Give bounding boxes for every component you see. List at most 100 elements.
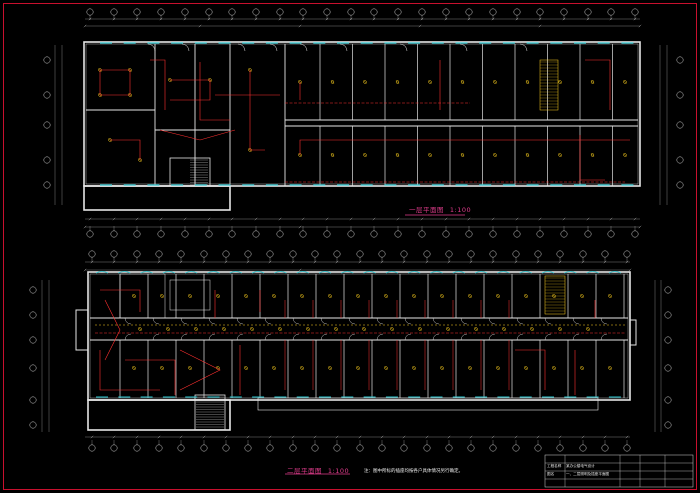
design-note: 注：图中所标的插座均按各户具体情况另行确定。 [364,469,463,474]
dimension-tick [83,24,87,28]
dimension-tick [418,24,422,28]
light-fixture-icon [272,366,276,370]
wiring-run [99,350,160,391]
first-floor-plan [43,8,684,238]
axis-bubble [29,336,37,344]
dimension-tick [291,435,295,439]
light-fixture-icon [356,294,360,298]
room [119,273,166,319]
axis-bubble [664,311,672,319]
door-swing [180,333,188,341]
light-fixture-icon [363,80,367,84]
light-fixture-cross [558,327,562,331]
light-fixture-icon [356,366,360,370]
light-fixture-icon [608,366,612,370]
dimension-tick [633,17,637,21]
light-fixture-icon [362,327,366,331]
axis-bubble [664,336,672,344]
door-swing [236,317,244,325]
door-swing [147,43,156,52]
title-block [544,454,694,488]
east-bay-wall [629,319,637,346]
dimension-tick [202,435,206,439]
wiring-run [159,129,236,141]
dimension-tick [90,435,94,439]
dimension-tick [278,217,282,221]
light-fixture-cross [440,294,444,298]
dimension-tick [157,260,161,264]
light-fixture-icon [552,294,556,298]
window [363,271,376,274]
dimension-tick [380,260,384,264]
light-fixture-cross [552,294,556,298]
light-fixture-cross [362,327,366,331]
light-fixture-cross [132,366,136,370]
light-fixture-cross [160,294,164,298]
second-floor-scale: 1:100 [327,467,350,475]
window [341,271,354,274]
light-fixture-icon [552,366,556,370]
window [385,271,399,274]
light-fixture-icon [440,366,444,370]
dimension-tick [83,268,87,272]
dimension-tick [254,217,258,221]
window [564,271,577,274]
dimension-tick [313,260,317,264]
window [586,271,599,274]
dimension-tick [112,260,116,264]
light-fixture-cross [460,80,465,84]
dimension-tick [159,217,163,221]
light-fixture-icon [608,294,612,298]
dimension-tick [396,17,400,21]
light-fixture-icon [222,327,226,331]
door-swing [488,317,496,325]
dimension-tick [562,17,566,21]
light-fixture-icon [524,366,528,370]
door-swing [432,333,440,341]
light-fixture-icon [440,294,444,298]
room [169,279,211,311]
light-fixture-cross [446,327,450,331]
light-fixture-cross [166,327,170,331]
light-fixture-cross [580,294,584,298]
window [519,271,532,274]
dimension-tick [420,17,424,21]
light-fixture-cross [160,366,164,370]
light-fixture-cross [384,366,388,370]
drawing-frame [3,3,697,490]
dimension-tick [325,17,329,21]
exterior-wall-inner [85,43,639,185]
window [497,271,510,274]
light-fixture-cross [138,327,142,331]
dimension-tick [298,268,302,272]
wiring-run [100,289,141,312]
light-fixture-cross [496,294,500,298]
axis-bubble [29,286,37,294]
dimension-tick [469,260,473,264]
light-fixture-icon [194,327,198,331]
light-fixture-icon [384,366,388,370]
window [95,271,109,274]
dimension-tick [88,217,92,221]
dimension-tick [157,435,161,439]
light-fixture-icon [586,327,590,331]
dimension-tick [298,24,302,28]
second-floor-title: 二层平面图 [287,467,322,475]
door-swing [292,333,300,341]
dimension-tick [372,217,376,221]
dimension-tick [558,435,562,439]
light-fixture-icon [132,294,136,298]
light-fixture-cross [363,80,367,84]
window [608,271,622,274]
door-swing [572,333,580,341]
light-fixture-cross [586,327,590,331]
dimension-tick [254,17,258,21]
door-swing [124,333,132,341]
light-fixture-icon [244,366,248,370]
light-fixture-cross [356,366,360,370]
axis-bubble [29,396,37,404]
light-fixture-cross [395,80,400,84]
window [118,271,131,274]
light-fixture-icon [418,327,422,331]
dimension-tick [183,17,187,21]
